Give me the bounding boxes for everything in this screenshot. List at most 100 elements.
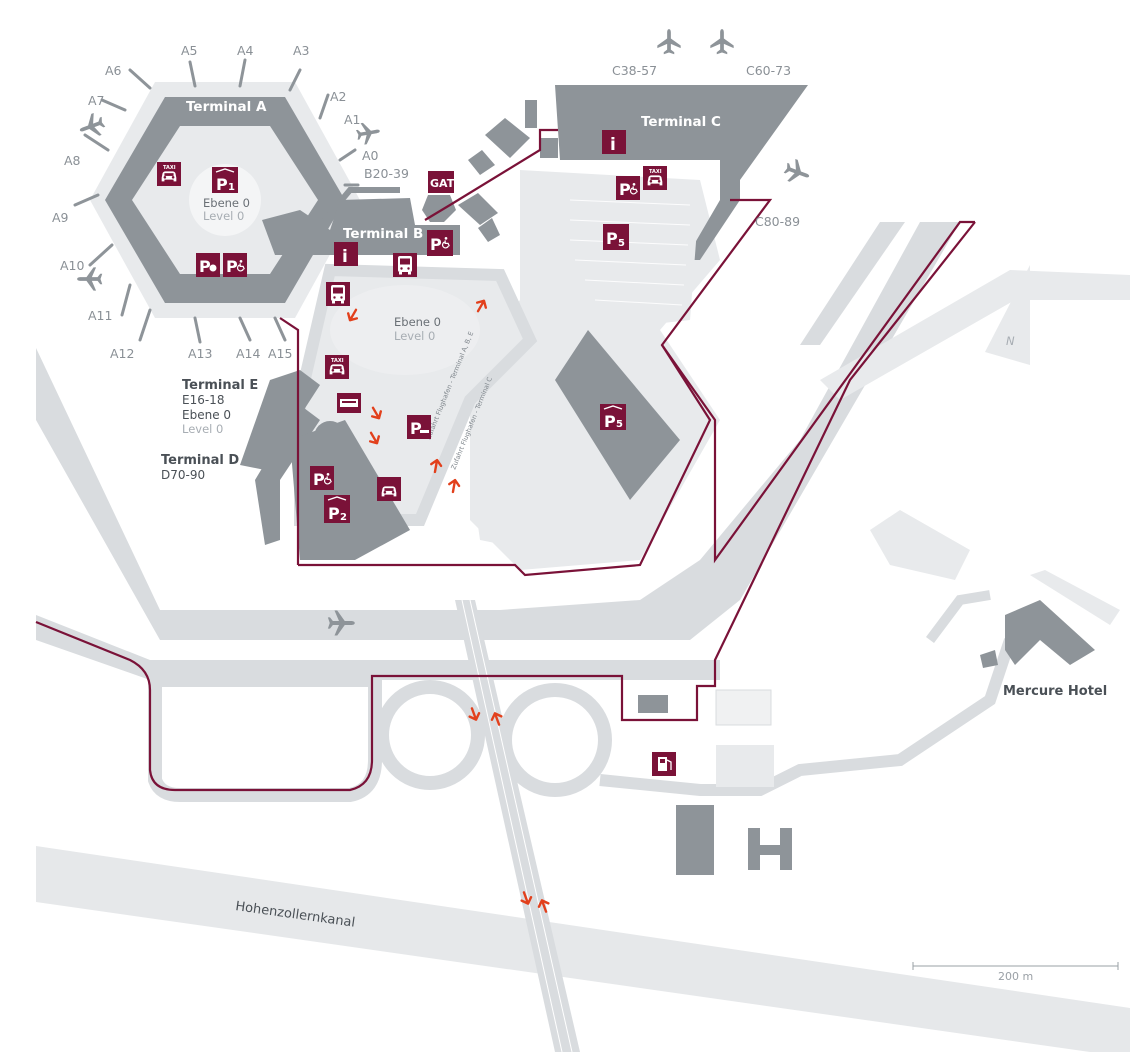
center-level-en: Level 0 [394, 329, 435, 343]
svg-text:P: P [430, 235, 442, 254]
parking-garage-p2[interactable] [290, 420, 410, 560]
svg-text:P: P [606, 229, 618, 248]
svg-text:P: P [199, 257, 211, 276]
airport-boundary [35, 198, 976, 792]
disabled-parking-icon[interactable]: P [427, 230, 453, 256]
gate-a8: A8 [64, 153, 81, 168]
canal [36, 846, 1130, 1052]
gate-a11: A11 [88, 308, 112, 323]
gate-a0: A0 [362, 148, 379, 163]
svg-text:P: P [216, 175, 228, 194]
terminal-a-label: Terminal A [186, 99, 267, 115]
bus-icon[interactable] [393, 253, 417, 277]
hotel-label: Mercure Hotel [1003, 684, 1107, 699]
parking-lot-southeast [560, 490, 630, 560]
parking-lot-south [716, 745, 774, 787]
gate-a4: A4 [237, 43, 254, 58]
apron-left [36, 222, 960, 640]
terminal-a-level-en: Level 0 [203, 209, 244, 223]
svg-text:P: P [226, 257, 238, 276]
svg-text:i: i [610, 135, 616, 155]
terminal-d-label: Terminal D [161, 453, 239, 468]
gate-a2: A2 [330, 89, 347, 104]
svg-text:5: 5 [616, 419, 623, 430]
terminal-d-gates: D70-90 [161, 468, 205, 482]
road-hotel [926, 590, 991, 643]
hotel-parking [870, 510, 970, 580]
gate-labels: A0 A1 A2 A3 A4 A5 A6 A7 A8 A9 A10 A11 A1… [52, 43, 379, 361]
svg-text:P: P [328, 504, 340, 523]
svg-text:P: P [313, 470, 325, 489]
short-stay-parking-icon[interactable]: P [196, 253, 220, 277]
terminal-e-gates: E16-18 [182, 393, 224, 407]
gate-a9: A9 [52, 210, 69, 225]
gate-a6: A6 [105, 63, 122, 78]
disabled-parking-icon[interactable]: P [310, 466, 334, 490]
svg-text:TAXI: TAXI [331, 358, 344, 364]
gate-a5: A5 [181, 43, 198, 58]
parking-p5-garage-icon[interactable]: P 5 [600, 404, 626, 431]
cloverleaf-west [375, 680, 485, 790]
fuel-station-icon[interactable] [652, 752, 676, 776]
terminal-c-gates-3: C80-89 [755, 214, 800, 229]
terminal-a-gates [73, 58, 360, 344]
disabled-parking-icon[interactable]: P [616, 176, 640, 200]
terminal-e-label: Terminal E [182, 378, 258, 393]
scale-label: 200 m [998, 970, 1033, 983]
terminal-c-gates-2: C60-73 [746, 63, 791, 78]
terminal-b-gates: B20-39 [364, 166, 409, 181]
info-icon[interactable]: i [602, 130, 626, 155]
svg-text:TAXI: TAXI [649, 169, 662, 175]
gate-a7: A7 [88, 93, 105, 108]
taxi-icon[interactable]: TAXI [643, 166, 667, 190]
svg-text:5: 5 [618, 238, 625, 249]
info-icon[interactable]: i [334, 242, 358, 267]
gate-a3: A3 [293, 43, 310, 58]
hotel-lot [1030, 570, 1120, 625]
terminal-a-level-de: Ebene 0 [203, 196, 250, 210]
center-level-de: Ebene 0 [394, 315, 441, 329]
gat-building[interactable] [422, 195, 456, 222]
terminal-e-level-de: Ebene 0 [182, 408, 231, 422]
short-stay-parking-icon[interactable]: P [407, 415, 431, 439]
building-fuel-area [638, 695, 668, 713]
terminal-a-center [189, 164, 261, 236]
bus-icon[interactable] [326, 282, 350, 306]
building-south-h [748, 828, 792, 870]
parking-p5-icon[interactable]: P 5 [603, 224, 629, 250]
road-south-east [599, 638, 1016, 796]
parking-lot-central [470, 410, 580, 550]
gate-a12: A12 [110, 346, 134, 361]
gate-a10: A10 [60, 258, 85, 273]
parking-p2-icon[interactable]: P 2 [324, 495, 350, 523]
disabled-parking-icon[interactable]: P [223, 253, 247, 277]
svg-text:i: i [342, 247, 348, 267]
terminal-e-level-en: Level 0 [182, 422, 223, 436]
terminal-c-building[interactable] [555, 85, 808, 260]
gate-a14: A14 [236, 346, 261, 361]
hotel-building[interactable] [1005, 600, 1095, 665]
shuttle-icon[interactable] [337, 393, 361, 413]
svg-text:P: P [604, 412, 616, 431]
svg-text:P: P [410, 419, 422, 438]
parking-lot-south-2 [715, 689, 772, 726]
taxi-icon[interactable]: TAXI [325, 355, 349, 379]
terminal-e-building[interactable] [240, 370, 320, 470]
airport-boundary-inner [279, 128, 712, 577]
terminal-c-gates-1: C38-57 [612, 63, 657, 78]
north-label: N [1006, 334, 1015, 348]
gat-sign[interactable]: GAT [428, 171, 455, 193]
terminal-b-label: Terminal B [343, 226, 423, 242]
svg-text:GAT: GAT [430, 177, 455, 190]
taxi-icon[interactable]: TAXI [157, 162, 181, 186]
central-plaza [330, 285, 480, 375]
parking-lot-p5 [560, 180, 700, 330]
parking-p1-icon[interactable]: P 1 [212, 167, 238, 194]
terminal-c-annex [540, 138, 558, 158]
car-rental-icon[interactable] [377, 477, 401, 501]
highway-south [455, 600, 580, 1052]
east-strip [820, 270, 1130, 400]
service-buildings-north [458, 100, 537, 242]
building-south-west [676, 805, 714, 875]
